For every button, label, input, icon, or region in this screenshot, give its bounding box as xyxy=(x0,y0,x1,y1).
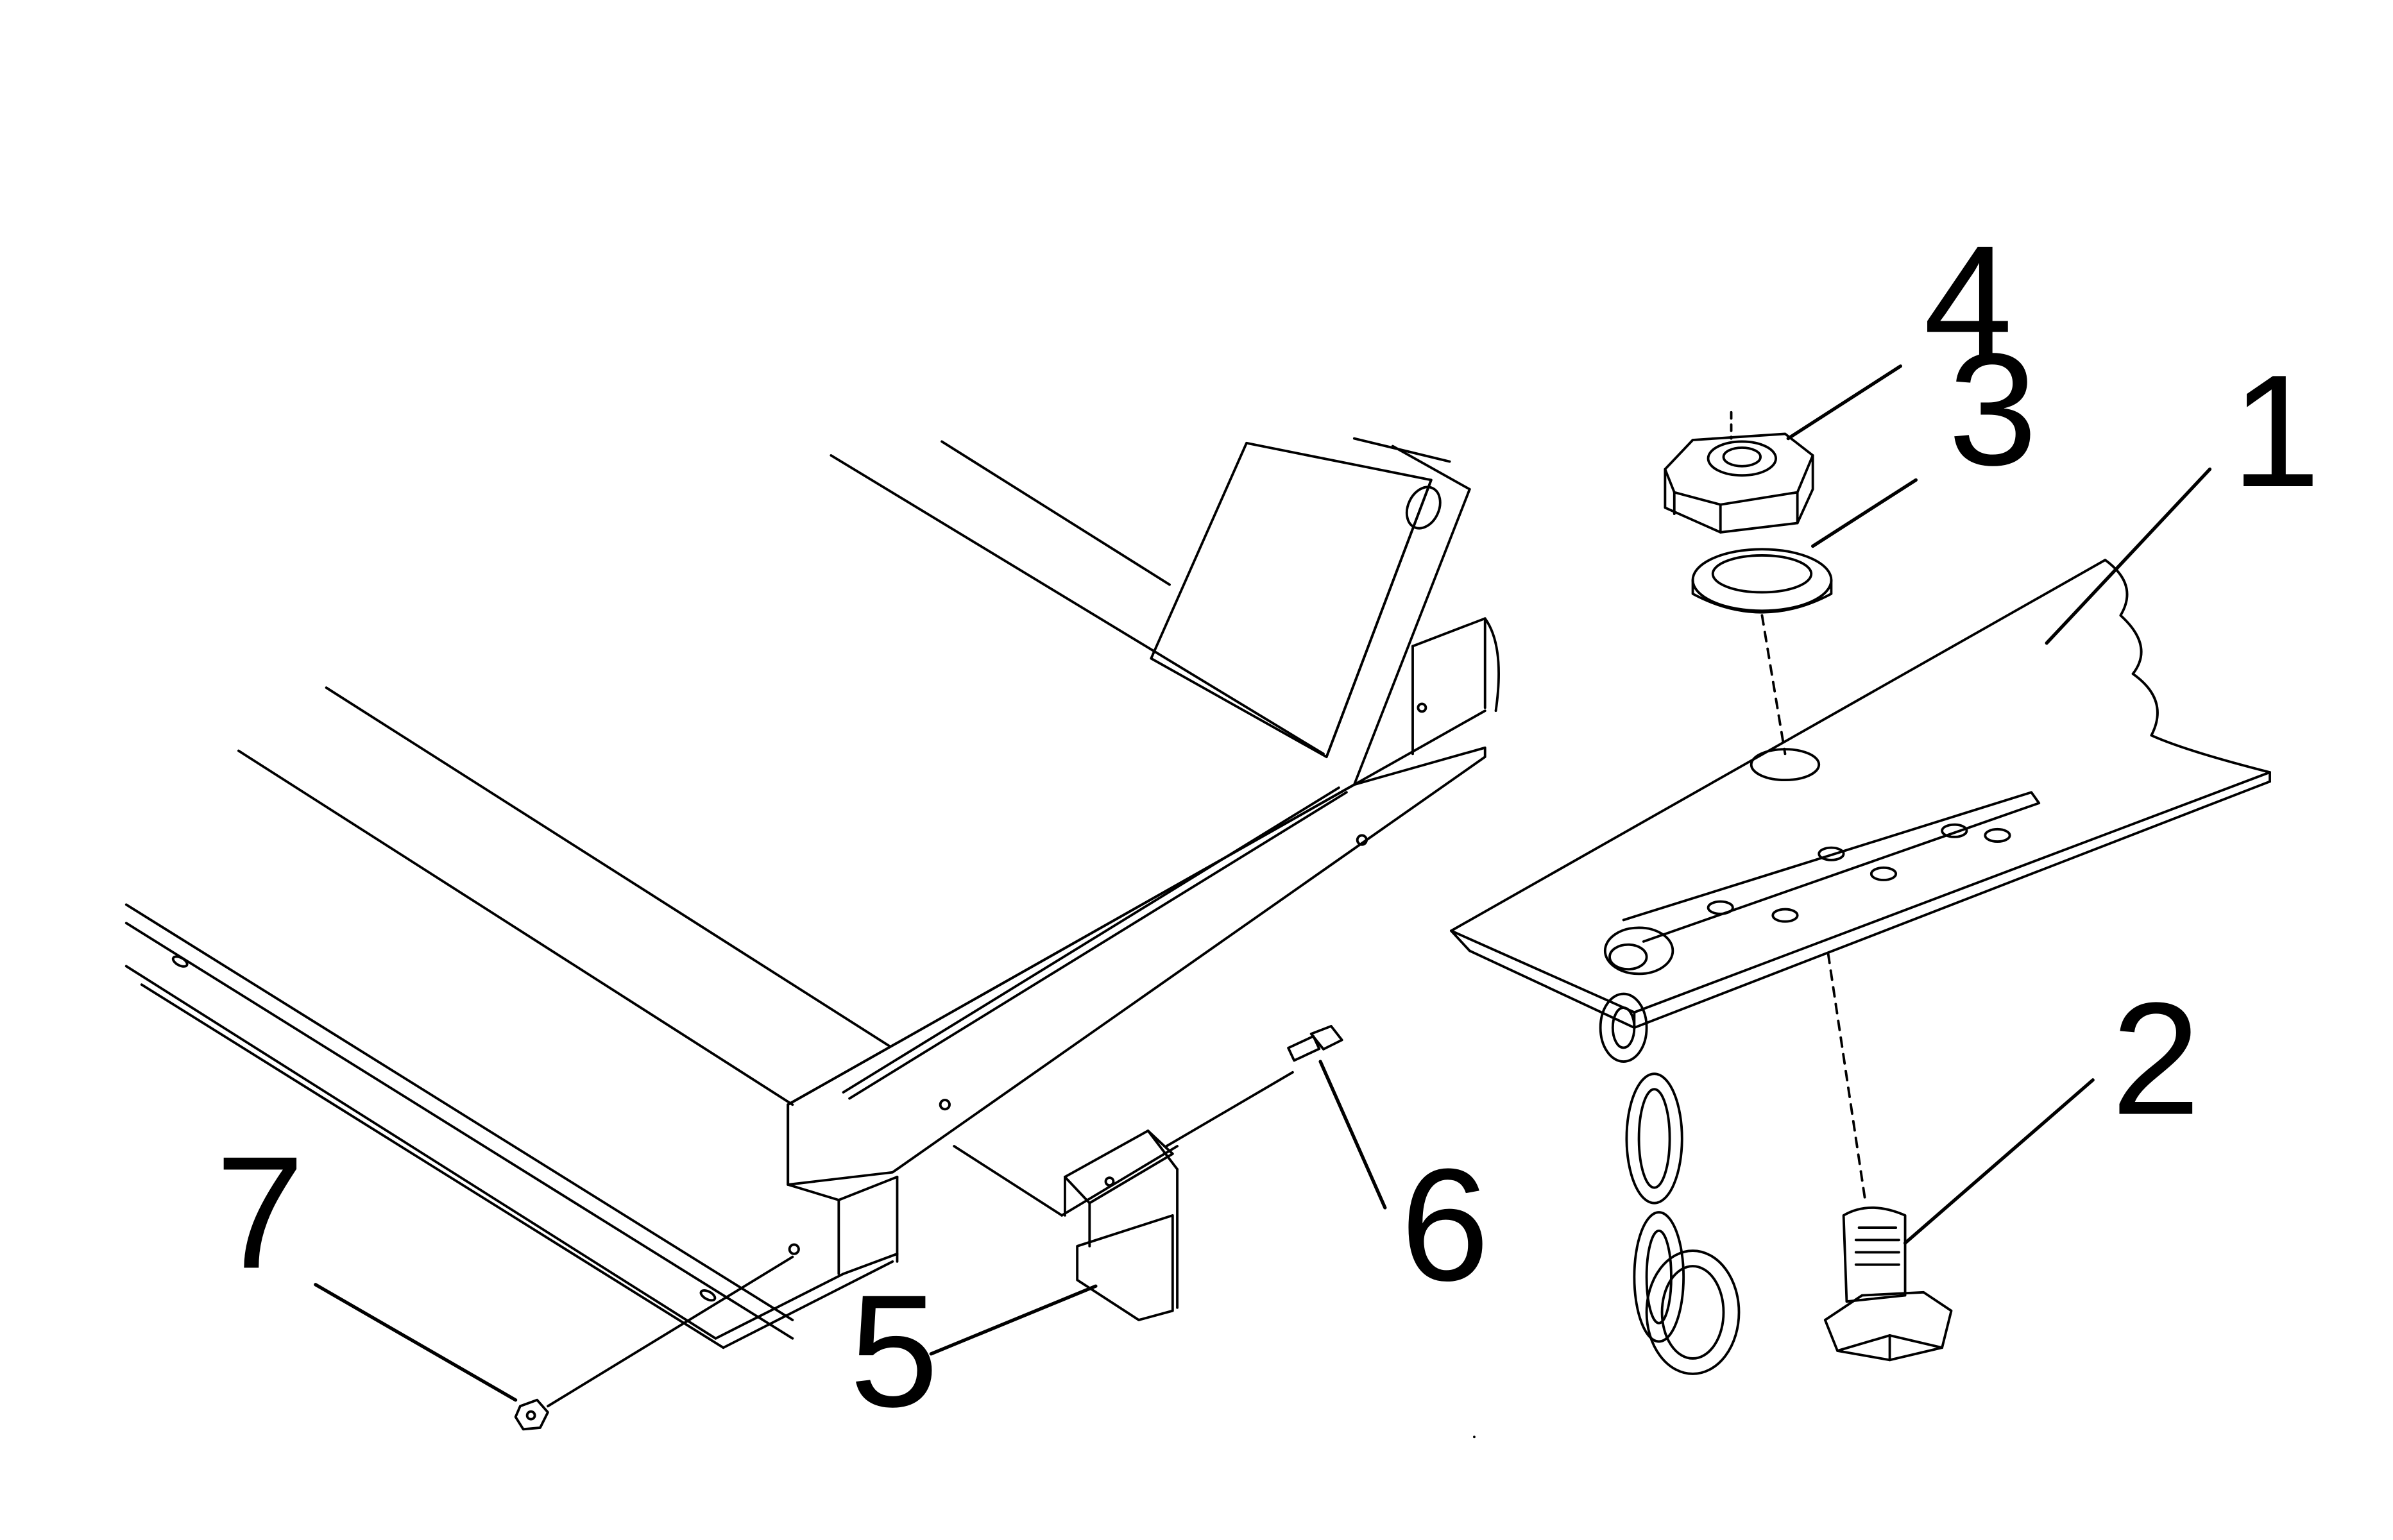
safety-chain xyxy=(1599,992,1741,1375)
part-5-hinge-bracket xyxy=(1064,1070,1294,1321)
leader-line-4 xyxy=(1786,364,1902,441)
leader-lines xyxy=(314,364,2212,1402)
part-3-washer xyxy=(1691,548,1833,756)
leader-line-3 xyxy=(1811,478,1918,548)
leader-line-6 xyxy=(1318,1060,1387,1210)
leader-line-1 xyxy=(2045,467,2212,645)
callout-1: 1 xyxy=(2231,341,2321,520)
callout-3: 3 xyxy=(1948,319,2038,498)
tailgate-frame-assembly xyxy=(124,437,1500,1350)
part-2-hex-bolt xyxy=(1823,952,1953,1362)
callout-labels: 1 2 3 4 5 6 7 xyxy=(216,212,2321,1440)
part-1-tow-plate xyxy=(1450,559,2271,1029)
callout-2: 2 xyxy=(2111,969,2201,1148)
callout-7: 7 xyxy=(216,1122,305,1301)
callout-5: 5 xyxy=(849,1261,939,1440)
part-6-small-bolt xyxy=(1287,1024,1343,1062)
leader-line-2 xyxy=(1903,1078,2095,1245)
callout-4: 4 xyxy=(1923,212,2013,391)
part-7-small-nut xyxy=(514,1255,794,1431)
part-4-hex-nut xyxy=(1664,410,1814,534)
leader-line-5 xyxy=(929,1284,1098,1356)
callout-6: 6 xyxy=(1401,1135,1490,1314)
speck-mark xyxy=(1473,1435,1476,1439)
leader-line-7 xyxy=(314,1283,518,1402)
